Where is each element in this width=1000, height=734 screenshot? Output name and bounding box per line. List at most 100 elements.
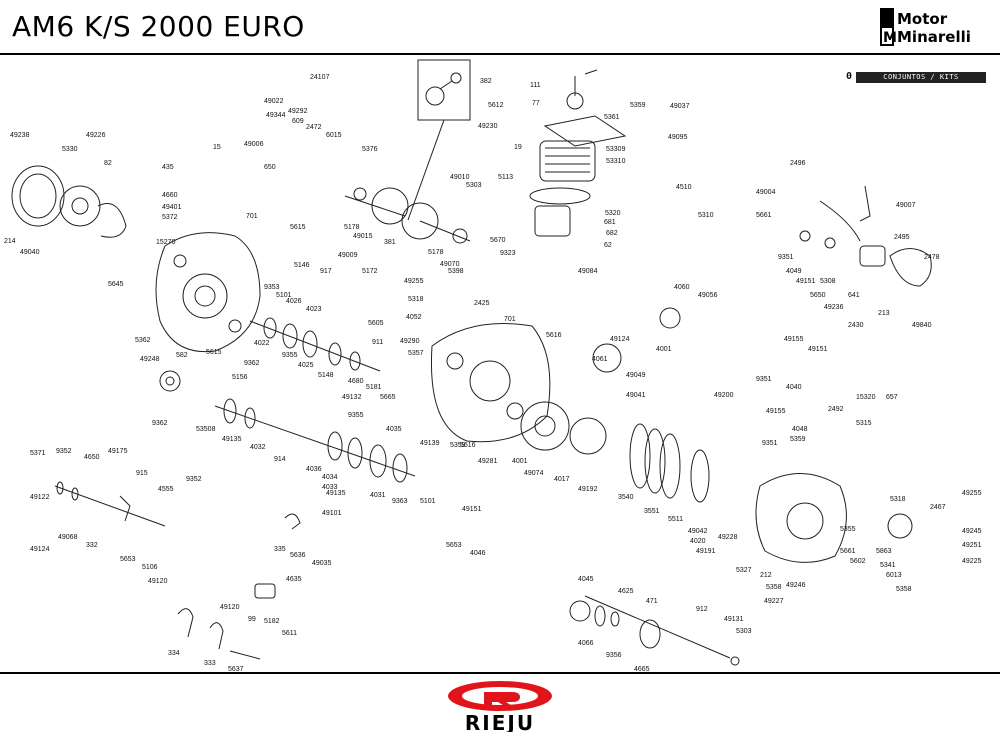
part-number-label: 5148	[318, 372, 334, 379]
part-number-label: 5106	[142, 564, 158, 571]
part-number-label: 213	[878, 310, 890, 317]
part-number-label: 4555	[158, 486, 174, 493]
part-number-label: 5101	[276, 292, 292, 299]
page-title: AM6 K/S 2000 EURO	[12, 10, 305, 43]
part-number-label: 49248	[140, 356, 160, 363]
section-label: CONJUNTOS / KITS	[856, 72, 986, 83]
part-number-label: 5665	[380, 394, 396, 401]
part-number-label: 4001	[656, 346, 672, 353]
part-number-label: 5650	[810, 292, 826, 299]
part-number-label: 5602	[850, 558, 866, 565]
part-number-label: 5303	[466, 182, 482, 189]
part-number-label: 5357	[408, 350, 424, 357]
part-number-label: 111	[530, 82, 541, 89]
part-number-label: 214	[4, 238, 16, 245]
part-number-label: 49004	[756, 189, 776, 196]
part-number-label: 5327	[736, 567, 752, 574]
part-number-label: 5371	[30, 450, 46, 457]
part-number-label: 4066	[578, 640, 594, 647]
part-number-label: 49124	[30, 546, 50, 553]
part-number-label: 4040	[786, 384, 802, 391]
part-number-label: 5372	[162, 214, 178, 221]
part-number-label: 2492	[828, 406, 844, 413]
part-number-label: 4020	[690, 538, 706, 545]
clutch-cover	[755, 473, 913, 563]
part-number-label: 917	[320, 268, 332, 275]
cylinder-assembly	[529, 69, 627, 237]
part-number-label: 4680	[348, 378, 364, 385]
part-number-label: 701	[504, 316, 516, 323]
part-number-label: 912	[696, 606, 708, 613]
output-sprocket	[159, 370, 181, 392]
water-pump-group	[799, 185, 932, 287]
part-number-label: 609	[292, 118, 304, 125]
part-number-label: 4031	[370, 492, 386, 499]
part-number-label: 4045	[578, 576, 594, 583]
part-number-label: 5113	[498, 174, 514, 181]
part-number-label: 9355	[282, 352, 298, 359]
part-number-label: 49084	[578, 268, 598, 275]
part-number-label: 82	[104, 160, 112, 167]
part-number-label: 4022	[254, 340, 270, 347]
part-number-label: 333	[204, 660, 216, 667]
part-number-label: 49015	[353, 233, 373, 240]
part-number-label: 2467	[930, 504, 946, 511]
part-number-label: 4033	[322, 484, 338, 491]
part-number-label: 582	[176, 352, 188, 359]
part-number-label: 657	[886, 394, 898, 401]
part-number-label: 49344	[266, 112, 286, 119]
part-number-label: 4034	[322, 474, 338, 481]
part-number-label: 49228	[718, 534, 738, 541]
part-number-label: 49122	[30, 494, 50, 501]
connecting-rod-inset	[407, 59, 471, 221]
part-number-label: 9353	[264, 284, 280, 291]
part-number-label: 49151	[462, 506, 482, 513]
part-number-label: 5645	[108, 281, 124, 288]
part-number-label: 5616	[546, 332, 562, 339]
part-number-label: 62	[604, 242, 612, 249]
part-number-label: 4026	[286, 298, 302, 305]
part-number-label: 49007	[896, 202, 916, 209]
part-number-label: 5398	[448, 268, 464, 275]
part-number-label: 5362	[135, 337, 151, 344]
part-number-label: 49074	[524, 470, 544, 477]
part-number-label: 5156	[232, 374, 248, 381]
part-number-label: 5653	[446, 542, 462, 549]
selector-forks	[177, 513, 301, 660]
part-number-label: 49191	[696, 548, 716, 555]
part-number-label: 2425	[474, 300, 490, 307]
part-number-label: 49175	[108, 448, 128, 455]
part-number-label: 5318	[890, 496, 906, 503]
part-number-label: 49124	[610, 336, 630, 343]
part-number-label: 15	[213, 144, 221, 151]
part-number-label: 5361	[604, 114, 620, 121]
rieju-wordmark: RIEJU	[465, 712, 533, 732]
part-number-label: 701	[246, 213, 258, 220]
part-number-label: 49225	[962, 558, 982, 565]
rieju-emblem-logo	[448, 681, 552, 711]
svg-text:Minarelli: Minarelli	[897, 28, 971, 46]
part-number-label: 212	[760, 572, 772, 579]
part-number-label: 49236	[824, 304, 844, 311]
part-number-label: 5146	[294, 262, 310, 269]
flywheel-cover-group	[11, 165, 127, 238]
part-number-label: 641	[848, 292, 860, 299]
clutch-assembly	[520, 307, 710, 503]
footer-divider	[0, 672, 1000, 674]
part-number-label: 5310	[698, 212, 714, 219]
part-number-label: 49200	[714, 392, 734, 399]
part-number-label: 681	[604, 219, 616, 226]
header-divider	[0, 53, 1000, 55]
part-number-label: 49281	[478, 458, 498, 465]
part-number-label: 49155	[784, 336, 804, 343]
diagram-drawing	[11, 59, 932, 666]
part-number-label: 4023	[306, 306, 322, 313]
part-number-label: 49251	[962, 542, 982, 549]
part-number-label: 5636	[290, 552, 306, 559]
part-number-label: 4036	[306, 466, 322, 473]
part-number-label: 4660	[162, 192, 178, 199]
part-number-label: 5330	[62, 146, 78, 153]
gearbox-primary-shaft	[249, 317, 381, 372]
part-number-label: 5661	[756, 212, 772, 219]
